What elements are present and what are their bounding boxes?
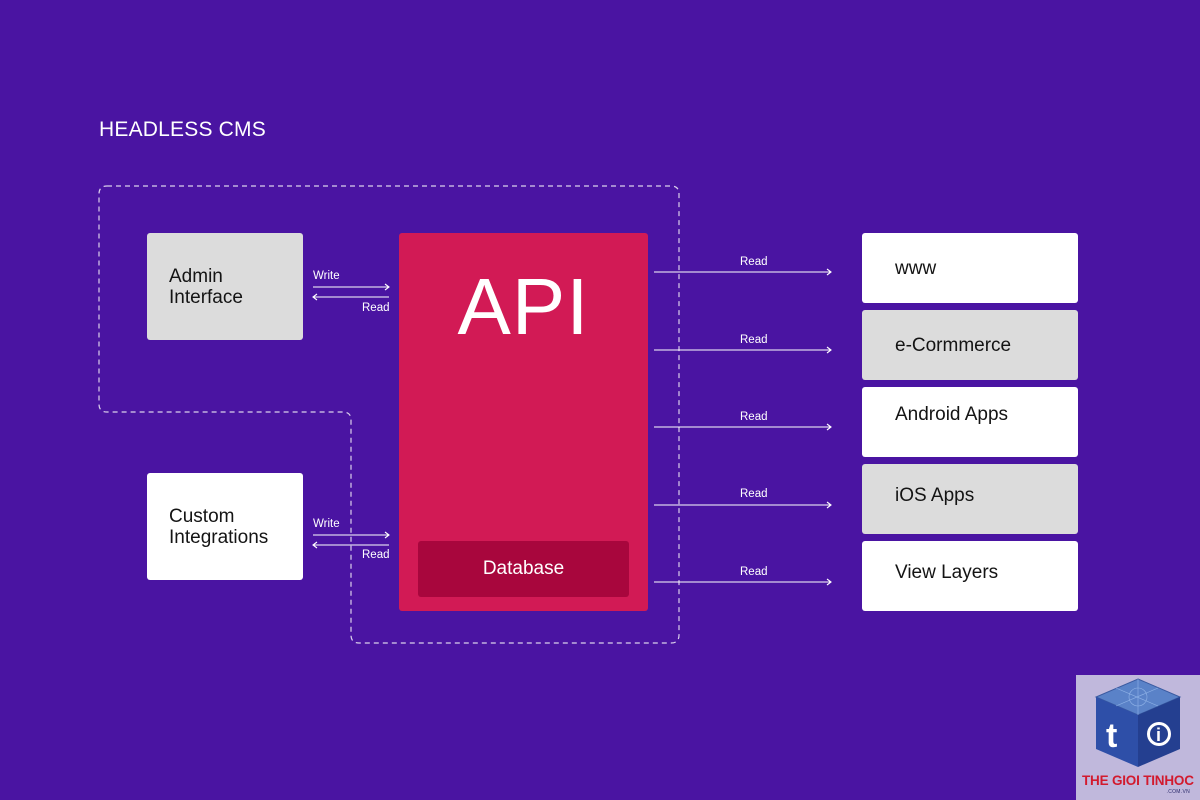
admin-interface-label-1: Admin <box>169 266 223 287</box>
admin-interface-label-2: Interface <box>169 287 243 308</box>
output-view-layers-label: View Layers <box>895 562 999 583</box>
svg-text:i: i <box>1156 725 1161 745</box>
admin-read-label: Read <box>362 302 390 314</box>
output-www-label: www <box>895 257 937 279</box>
api-label: API <box>457 262 590 351</box>
output-android-label: Android Apps <box>895 404 1009 425</box>
read-label-view-layers: Read <box>740 566 768 578</box>
watermark-logo: t i THE GIOI TINHOC .COM.VN <box>1076 675 1200 800</box>
diagram-title: HEADLESS CMS <box>99 118 266 141</box>
output-ecommerce-box: e-Cormmerce <box>862 310 1078 380</box>
custom-integrations-label-1: Custom <box>169 506 235 527</box>
svg-text:t: t <box>1106 717 1117 755</box>
custom-integrations-label-2: Integrations <box>169 527 269 548</box>
watermark-domain: .COM.VN <box>1166 789 1190 795</box>
output-view-layers-box: View Layers <box>862 541 1078 611</box>
read-label-ios: Read <box>740 488 768 500</box>
database-block: Database <box>418 541 629 597</box>
custom-integrations-box: Custom Integrations <box>147 473 303 580</box>
output-android-box: Android Apps <box>862 387 1078 457</box>
output-www-box: www <box>862 233 1078 303</box>
read-label-www: Read <box>740 256 768 268</box>
admin-interface-box: Admin Interface <box>147 233 303 340</box>
headless-boundary <box>98 185 680 644</box>
output-ecommerce-label: e-Cormmerce <box>895 334 1012 356</box>
read-label-ecommerce: Read <box>740 334 768 346</box>
output-ios-label: iOS Apps <box>895 485 975 506</box>
output-ios-box: iOS Apps <box>862 464 1078 534</box>
custom-write-label: Write <box>313 518 340 530</box>
admin-write-label: Write <box>313 270 340 282</box>
custom-read-label: Read <box>362 549 390 561</box>
watermark-brand: THE GIOI TINHOC <box>1082 773 1194 788</box>
cube-icon: t i <box>1094 678 1182 767</box>
read-label-android: Read <box>740 411 768 423</box>
